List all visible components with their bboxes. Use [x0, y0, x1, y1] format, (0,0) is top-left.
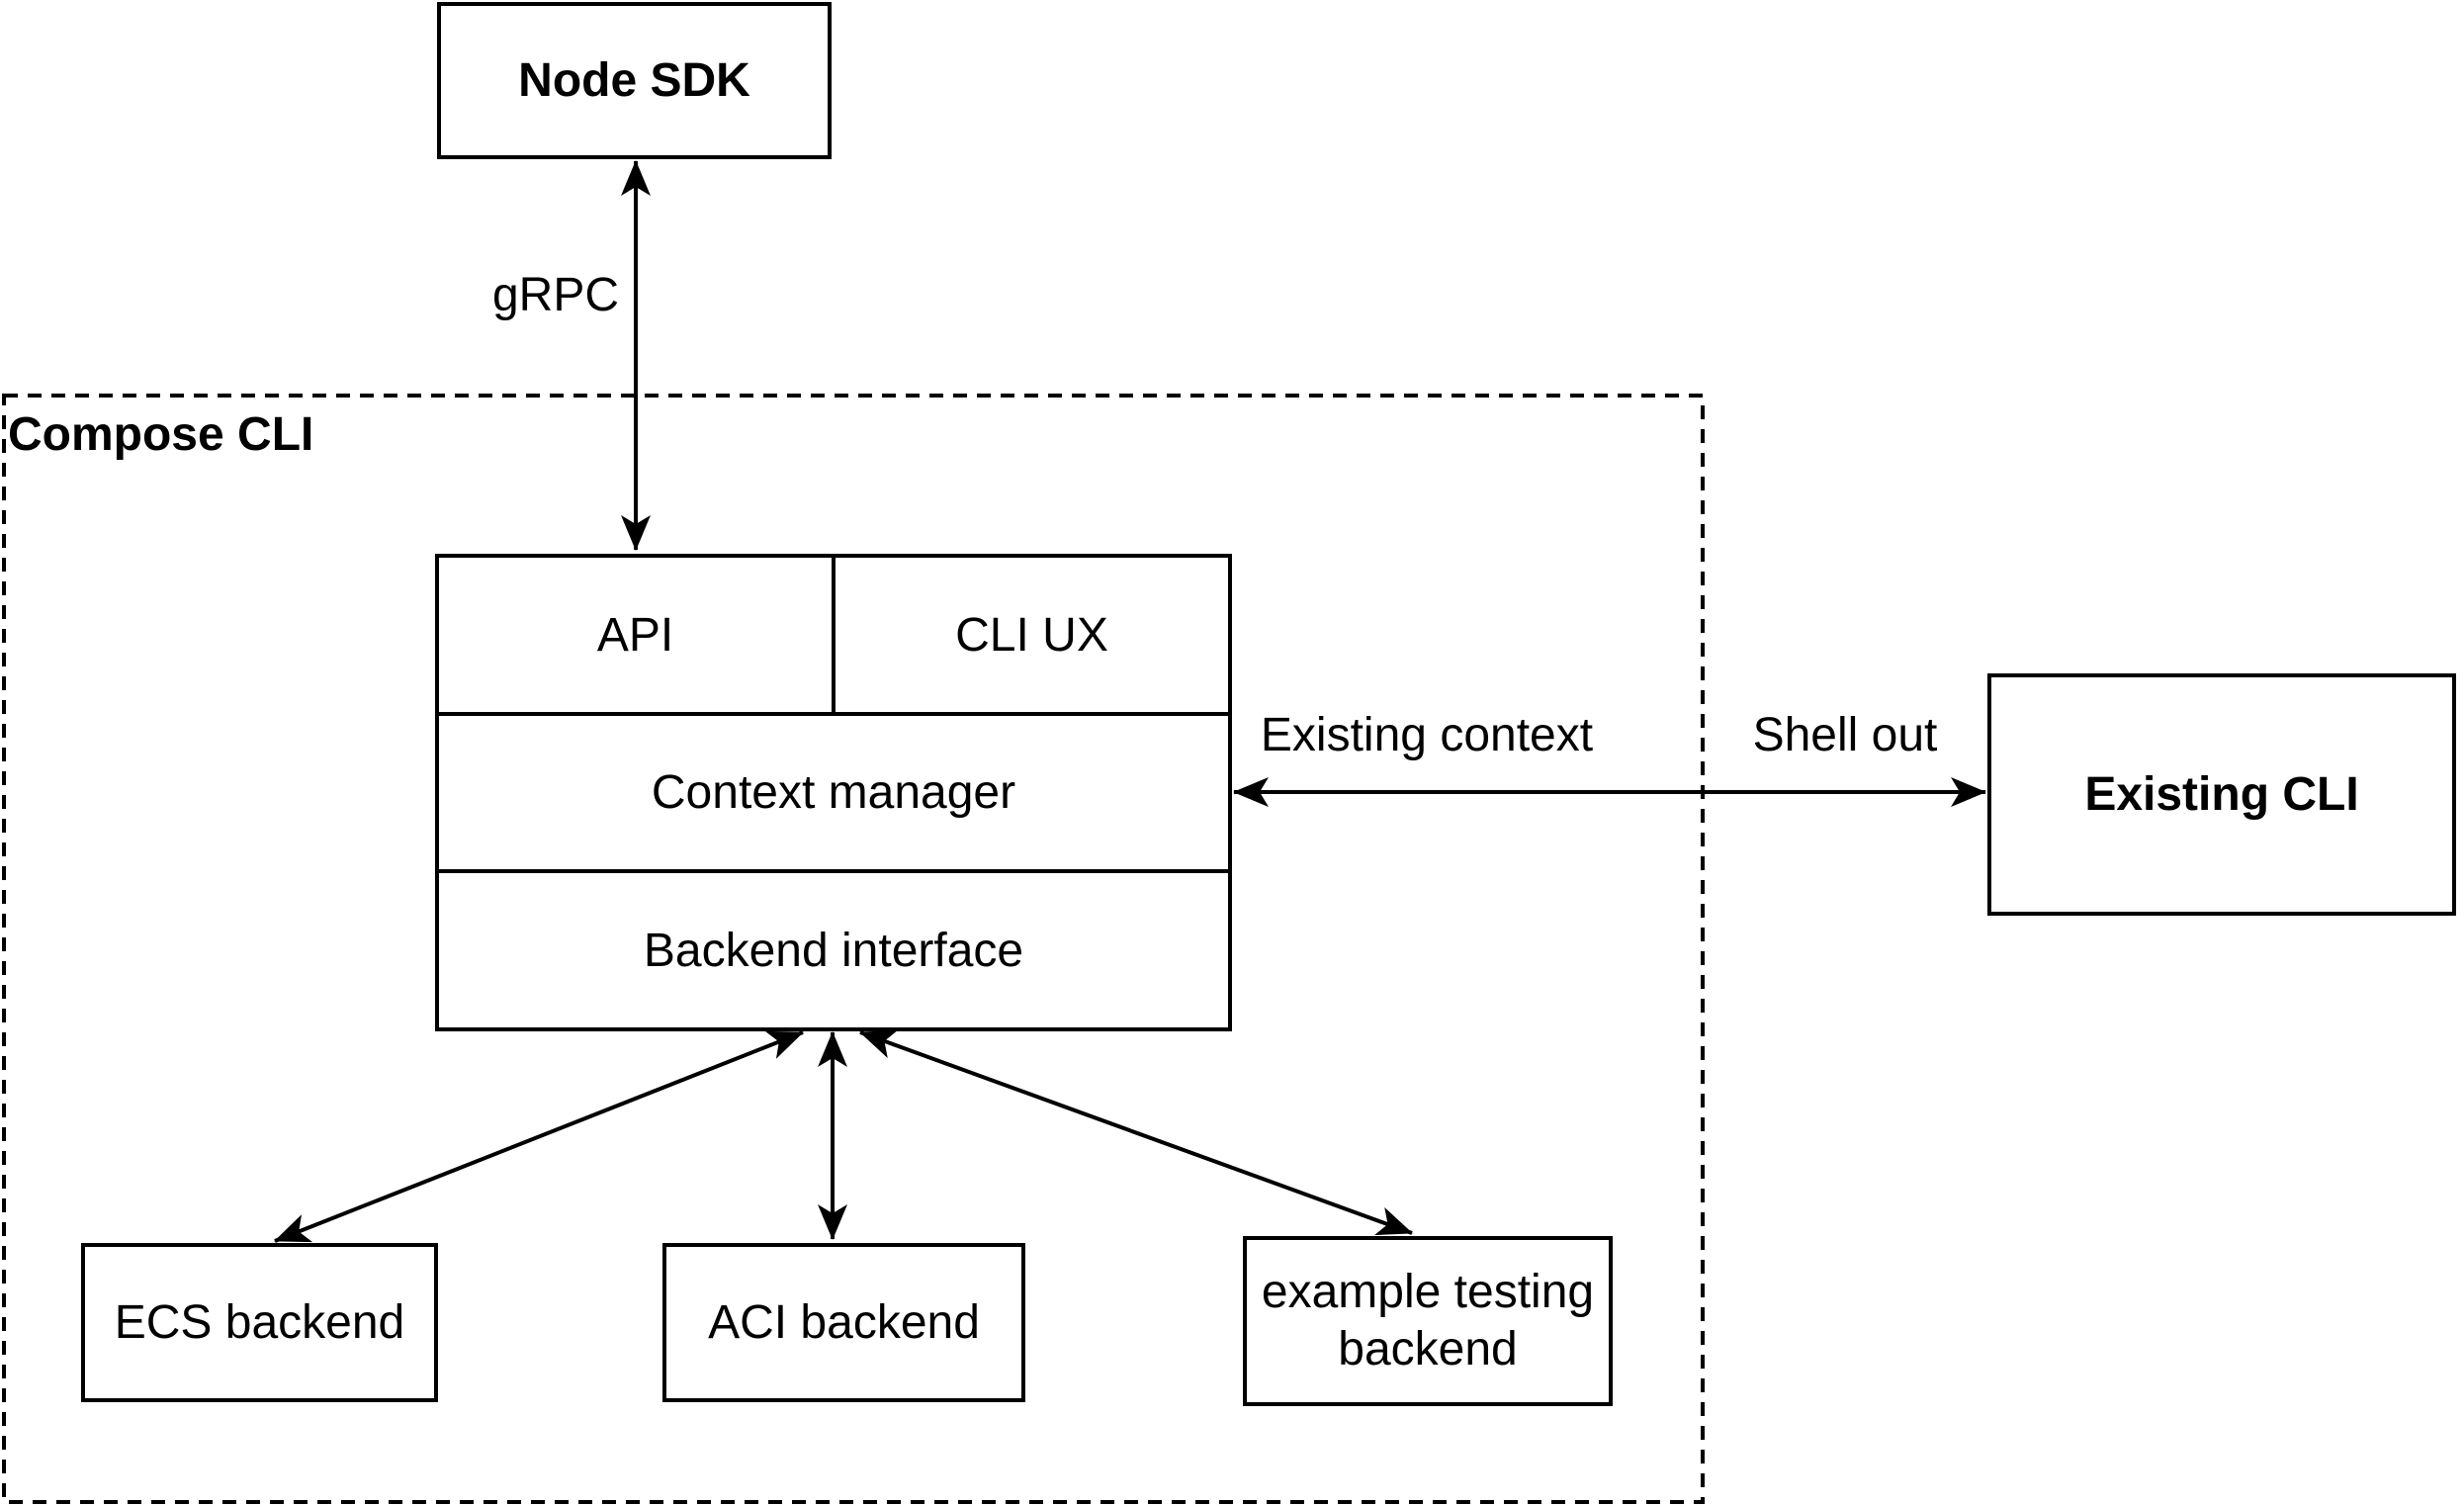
example-testing-backend-label: example testing backend	[1261, 1266, 1595, 1375]
existing-context-edge-label: Existing context	[1260, 709, 1594, 761]
aci-backend-box: ACI backend	[662, 1243, 1025, 1402]
compose-cli-group-border	[2, 394, 1705, 1504]
compose-cli-core-box: API CLI UX Context manager Backend inter…	[435, 554, 1232, 1031]
backend-interface-label: Backend interface	[643, 924, 1024, 977]
ecs-backend-box: ECS backend	[81, 1243, 438, 1402]
cli-ux-label: CLI UX	[955, 608, 1108, 662]
edge-ecs-backend	[274, 1030, 804, 1243]
cli-ux-cell: CLI UX	[836, 558, 1228, 712]
backend-interface-cell: Backend interface	[439, 873, 1228, 1027]
shell-out-edge-label: Shell out	[1752, 709, 1938, 761]
node-sdk-label: Node SDK	[518, 53, 750, 107]
edge-example-backend	[859, 1029, 1413, 1236]
api-cell: API	[439, 558, 836, 712]
aci-backend-label: ACI backend	[708, 1295, 980, 1349]
context-manager-label: Context manager	[651, 766, 1016, 819]
node-sdk-box: Node SDK	[437, 2, 832, 159]
context-manager-cell: Context manager	[439, 716, 1228, 873]
api-label: API	[596, 608, 674, 662]
ecs-backend-label: ECS backend	[114, 1295, 405, 1349]
compose-cli-group-label: Compose CLI	[8, 408, 314, 461]
grpc-edge-label: gRPC	[491, 269, 620, 321]
api-cli-ux-row: API CLI UX	[439, 558, 1228, 716]
existing-cli-label: Existing CLI	[2084, 767, 2359, 821]
example-testing-backend-box: example testing backend	[1243, 1236, 1613, 1406]
existing-cli-box: Existing CLI	[1987, 673, 2456, 916]
